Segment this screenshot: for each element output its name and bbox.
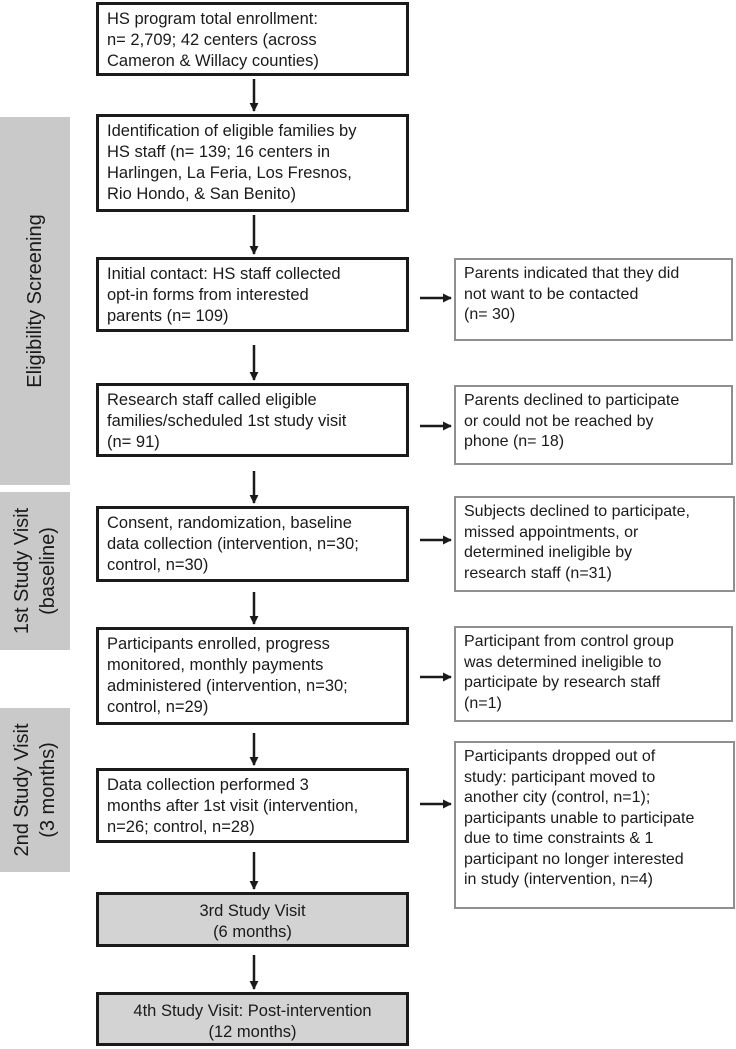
step-line: monitored, monthly payments bbox=[107, 656, 324, 674]
exclusion-line: Subjects declined to participate, bbox=[464, 503, 690, 520]
step-line: control, n=30) bbox=[107, 556, 209, 574]
step-line: Data collection performed 3 bbox=[107, 776, 309, 794]
step-line: HS staff (n= 139; 16 centers in bbox=[107, 143, 331, 161]
step-line: data collection (intervention, n=30; bbox=[107, 535, 359, 553]
step-line: (n= 91) bbox=[107, 433, 160, 451]
step-line: HS program total enrollment: bbox=[107, 10, 318, 28]
step-research-staff-call: Research staff called eligible families/… bbox=[96, 383, 409, 457]
side-band-eligibility-screening: Eligibility Screening bbox=[0, 117, 70, 485]
step-participants-enrolled: Participants enrolled, progress monitore… bbox=[96, 627, 409, 725]
exclusion-line: determined ineligible by bbox=[464, 544, 633, 561]
step-line: Cameron & Willacy counties) bbox=[107, 52, 319, 70]
step-line: months after 1st visit (intervention, bbox=[107, 797, 359, 815]
step-line: Rio Hondo, & San Benito) bbox=[107, 185, 296, 203]
exclusion-line: not want to be contacted bbox=[464, 285, 639, 303]
exclusion-line: was determined ineligible to bbox=[464, 653, 662, 671]
exclusion-line: missed appointments, or bbox=[464, 523, 639, 541]
step-line: 3rd Study Visit bbox=[199, 902, 306, 920]
step-line: administered (intervention, n=30; bbox=[107, 677, 348, 695]
exclusion-line: or could not be reached by bbox=[464, 412, 654, 430]
side-band-first-study-visit: 1st Study Visit (baseline) bbox=[0, 492, 70, 650]
exclusion-line: Participant from control group bbox=[464, 633, 674, 650]
step-line: Initial contact: HS staff collected bbox=[107, 265, 341, 283]
exclusion-ineligible-control: Participant from control group was deter… bbox=[454, 626, 733, 722]
exclusion-line: Parents indicated that they did bbox=[464, 265, 680, 282]
exclusion-line: due to time constraints & 1 bbox=[464, 830, 654, 847]
step-line: 4th Study Visit: Post-intervention bbox=[133, 1002, 372, 1020]
step-third-study-visit: 3rd Study Visit (6 months) bbox=[96, 892, 409, 947]
step-line: (12 months) bbox=[208, 1023, 297, 1041]
step-fourth-study-visit: 4th Study Visit: Post-intervention (12 m… bbox=[96, 992, 409, 1046]
exclusion-line: in study (intervention, n=4) bbox=[464, 871, 653, 888]
exclusion-line: research staff (n=31) bbox=[464, 564, 612, 582]
exclusion-line: participate by research staff bbox=[464, 674, 661, 691]
exclusion-declined-phone: Parents declined to participate or could… bbox=[454, 385, 733, 465]
exclusion-line: (n= 30) bbox=[464, 306, 516, 323]
exclusion-dropped-out: Participants dropped out of study: parti… bbox=[454, 741, 735, 909]
step-initial-contact: Initial contact: HS staff collected opt-… bbox=[96, 257, 409, 332]
exclusion-line: Parents declined to participate bbox=[464, 392, 680, 409]
step-line: Consent, randomization, baseline bbox=[107, 514, 352, 532]
exclusion-line: another city (control, n=1); bbox=[464, 789, 651, 806]
step-line: opt-in forms from interested bbox=[107, 286, 309, 304]
step-line: Harlingen, La Feria, Los Fresnos, bbox=[107, 164, 352, 182]
exclusion-not-contacted: Parents indicated that they did not want… bbox=[454, 258, 733, 341]
step-line: n=26; control, n=28) bbox=[107, 818, 255, 836]
step-line: Participants enrolled, progress bbox=[107, 635, 330, 653]
step-enrollment: HS program total enrollment: n= 2,709; 4… bbox=[96, 2, 409, 76]
exclusion-line: (n=1) bbox=[464, 694, 502, 712]
step-line: Research staff called eligible bbox=[107, 391, 317, 409]
step-line: families/scheduled 1st study visit bbox=[107, 412, 347, 430]
step-line: (6 months) bbox=[213, 923, 292, 941]
exclusion-line: participants unable to participate bbox=[464, 809, 695, 827]
exclusion-line: phone (n= 18) bbox=[464, 433, 565, 450]
step-line: Identification of eligible families by bbox=[107, 122, 357, 140]
step-data-collection-3-months: Data collection performed 3 months after… bbox=[96, 768, 409, 843]
exclusion-subjects-declined: Subjects declined to participate, missed… bbox=[454, 496, 735, 592]
exclusion-line: Participants dropped out of bbox=[464, 748, 656, 765]
step-line: n= 2,709; 42 centers (across bbox=[107, 31, 317, 49]
step-consent-baseline: Consent, randomization, baseline data co… bbox=[96, 506, 409, 582]
exclusion-line: participant no longer interested bbox=[464, 850, 684, 868]
step-line: parents (n= 109) bbox=[107, 307, 229, 325]
side-band-second-study-visit: 2nd Study Visit (3 months) bbox=[0, 708, 70, 872]
step-identification: Identification of eligible families by H… bbox=[96, 114, 409, 212]
step-line: control, n=29) bbox=[107, 698, 209, 716]
exclusion-line: study: participant moved to bbox=[464, 768, 656, 786]
